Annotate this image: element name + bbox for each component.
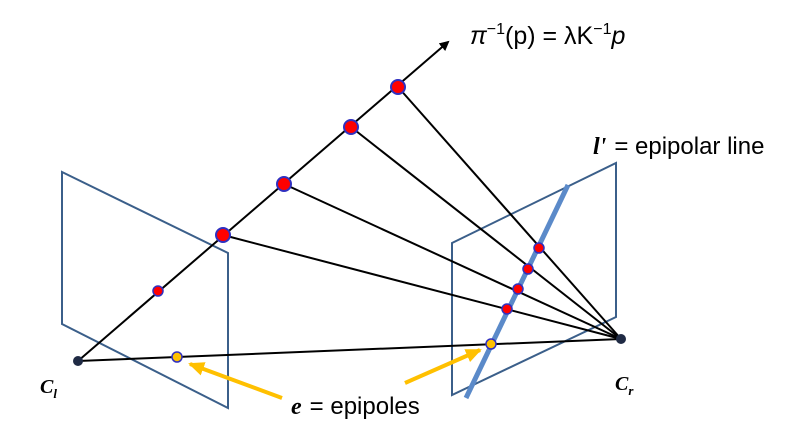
- 3d-point: [343, 119, 359, 135]
- epipolar-line-text: = epipolar line: [614, 133, 764, 160]
- right-camera-label: Cr: [615, 373, 634, 398]
- right-image-point: [501, 303, 513, 315]
- epipoles-text: = epipoles: [310, 393, 420, 420]
- epipole-arrow-left: [188, 362, 283, 400]
- epipole-arrow-right: [404, 348, 482, 385]
- formula-end: p: [610, 22, 625, 50]
- right-image-plane: [451, 161, 617, 397]
- left-camera-label: Cl: [40, 376, 57, 401]
- left-camera-base: C: [40, 376, 54, 398]
- ray-to-right-camera: [283, 183, 622, 340]
- formula-middle: (p) = λK: [505, 22, 594, 50]
- formula-exponent: −1: [593, 21, 611, 38]
- projection-formula: π−1(p) = λK−1p: [470, 21, 625, 50]
- right-image-point: [522, 263, 534, 275]
- epipolar-line-label: l' = epipolar line: [593, 133, 764, 160]
- left-camera-sub: l: [53, 386, 57, 401]
- right-epipole: [485, 338, 497, 350]
- ray-to-right-camera: [222, 234, 622, 340]
- left-epipole: [171, 351, 183, 363]
- right-camera-center: [616, 334, 626, 344]
- left-image-point: [152, 285, 164, 297]
- formula-exponent: −1: [487, 21, 505, 38]
- epipolar-line-symbol: l': [593, 134, 607, 160]
- right-image-point: [512, 283, 524, 295]
- formula-pi: π: [470, 22, 488, 50]
- left-image-plane: [61, 170, 229, 410]
- 3d-point: [276, 176, 292, 192]
- right-camera-sub: r: [628, 383, 634, 398]
- back-projection-ray: [77, 40, 450, 362]
- ray-to-right-camera: [397, 86, 622, 340]
- left-camera-center: [73, 356, 83, 366]
- 3d-point: [390, 79, 406, 95]
- epipoles-symbol: e: [291, 394, 302, 420]
- epipoles-label: e = epipoles: [291, 393, 420, 420]
- 3d-point: [215, 227, 231, 243]
- right-camera-base: C: [615, 373, 629, 395]
- right-image-point: [533, 242, 545, 254]
- ray-to-right-camera: [350, 126, 622, 340]
- baseline: [77, 338, 622, 362]
